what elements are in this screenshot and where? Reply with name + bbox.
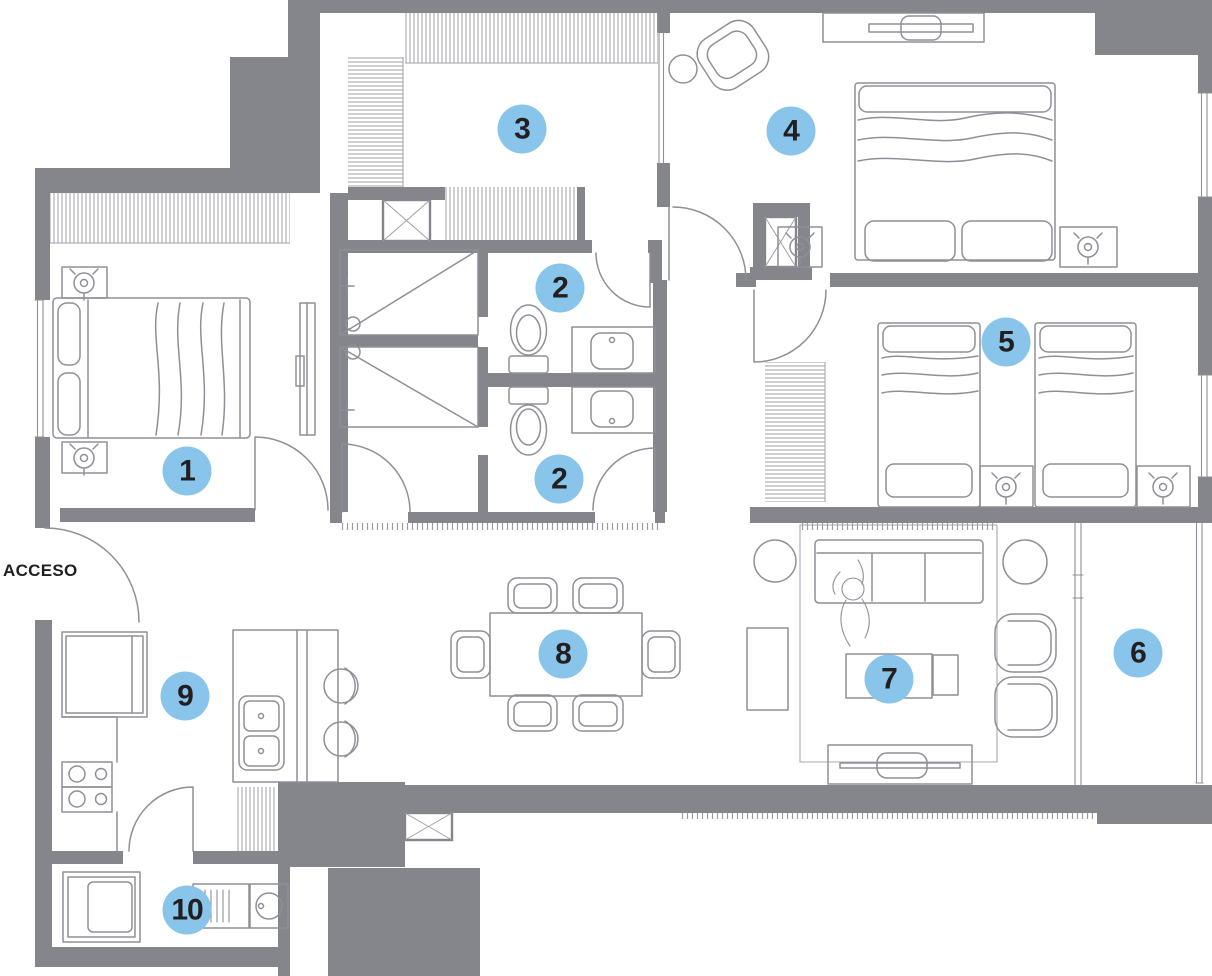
bedroom1-furniture [52,266,316,476]
room-marker-3: 3 [497,104,547,154]
bathroom-fixtures [339,249,656,456]
kitchen-furniture [61,629,359,852]
closet-hatch-areas [50,13,826,851]
bedroom5-furniture [877,322,1191,508]
room-marker-2: 2 [534,454,584,504]
room-marker-8: 8 [538,629,588,679]
living-furniture [746,524,1058,785]
room-marker-9: 9 [160,671,210,721]
room-marker-10: 10 [162,885,212,935]
access-label: ACCESO [3,561,78,580]
room-marker-2: 2 [535,263,585,313]
wall-tick-hatch [340,523,1093,819]
walls [35,0,1212,976]
room-marker-1: 1 [162,446,212,496]
room-marker-4: 4 [766,106,816,156]
doors [44,206,827,852]
person-figure [832,559,870,647]
room-marker-7: 7 [864,654,914,704]
dining-furniture [450,577,681,732]
windows [34,32,1212,786]
bedroom4-furniture [668,12,1118,268]
room-marker-5: 5 [981,317,1031,367]
room-marker-6: 6 [1113,628,1163,678]
